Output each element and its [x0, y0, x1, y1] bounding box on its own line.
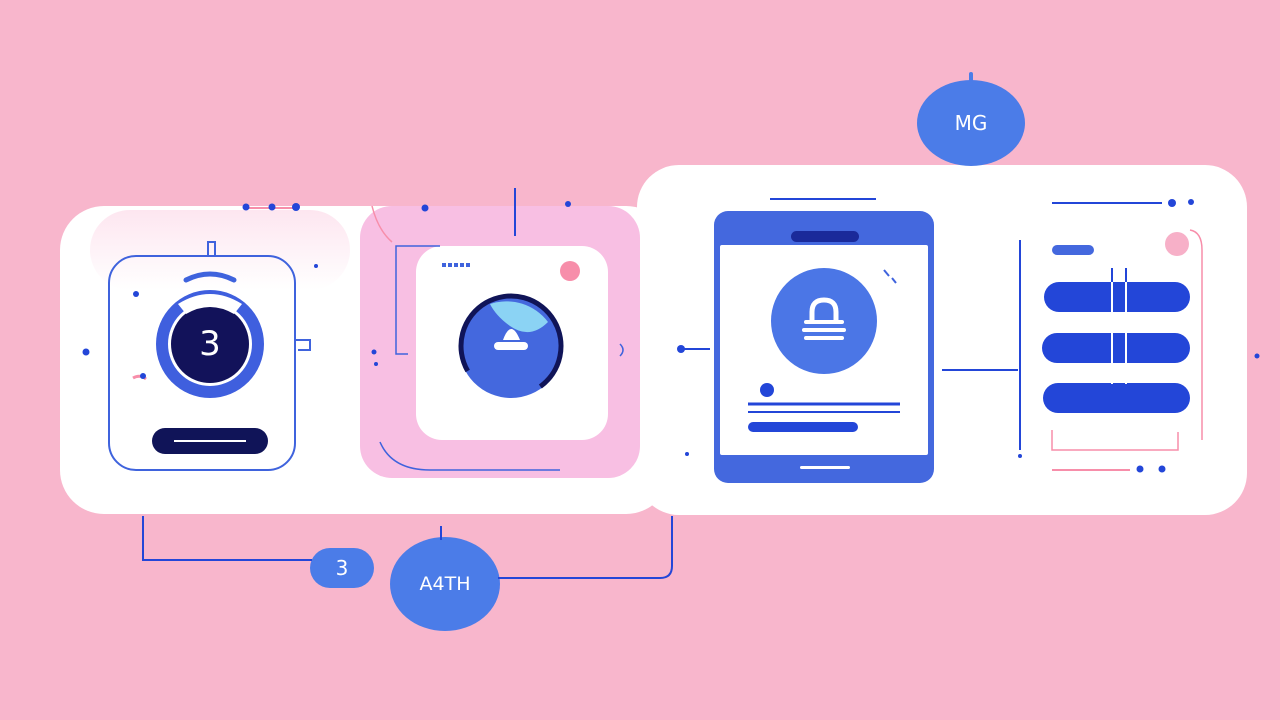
dot — [292, 203, 300, 211]
watch-signal-arc — [183, 271, 237, 283]
sparkle-mark — [891, 277, 897, 284]
dot — [1168, 199, 1176, 207]
card-arc — [619, 343, 624, 357]
badge-a4th[interactable]: A4TH — [390, 537, 500, 631]
list-bar-2[interactable] — [1042, 333, 1190, 363]
tablet-speaker — [791, 231, 859, 242]
sparkle-mark — [883, 269, 890, 277]
badge-mg[interactable]: MG — [917, 80, 1025, 166]
pink-accent-stroke — [132, 374, 147, 381]
list-pink-indicator — [1165, 232, 1189, 256]
list-header-tag — [1052, 245, 1094, 255]
dot — [1158, 465, 1166, 473]
watch-action-button[interactable] — [152, 428, 268, 454]
dot — [685, 452, 689, 456]
pink-curve — [371, 205, 393, 243]
watch-face-highlight — [178, 294, 242, 314]
dot — [242, 203, 250, 211]
list-bar-3[interactable] — [1043, 383, 1190, 413]
dot — [140, 373, 146, 379]
dot — [1018, 454, 1022, 458]
bottom-connector-right — [498, 516, 673, 579]
dot — [1136, 465, 1144, 473]
watch-crown — [207, 241, 216, 255]
watch-face-number: 3 — [168, 302, 252, 386]
card-bracket-left — [395, 245, 440, 355]
watch-frame[interactable] — [108, 255, 296, 471]
dot — [565, 201, 571, 207]
dot — [133, 291, 139, 297]
list-bar-1[interactable] — [1044, 282, 1190, 312]
card-bracket-bottom — [379, 441, 560, 471]
bottom-connector-left — [142, 516, 312, 561]
dot — [371, 349, 377, 355]
dot — [82, 348, 90, 356]
dot — [374, 362, 378, 366]
dot — [677, 345, 685, 353]
badge-three[interactable]: 3 — [310, 548, 374, 588]
tablet-bullet — [760, 383, 774, 397]
card-pink-indicator — [560, 261, 580, 281]
user-avatar-icon — [458, 293, 564, 399]
dot — [1254, 353, 1260, 359]
watch-side-button — [296, 339, 311, 351]
dot — [314, 264, 318, 268]
dot — [421, 204, 429, 212]
tablet-text-bar — [748, 422, 858, 432]
list-footer-bracket — [1051, 430, 1179, 451]
dot — [1188, 199, 1194, 205]
lock-icon — [802, 297, 846, 340]
dot — [268, 203, 276, 211]
tablet-home-bar — [800, 466, 850, 469]
pink-bracket — [1189, 229, 1203, 440]
